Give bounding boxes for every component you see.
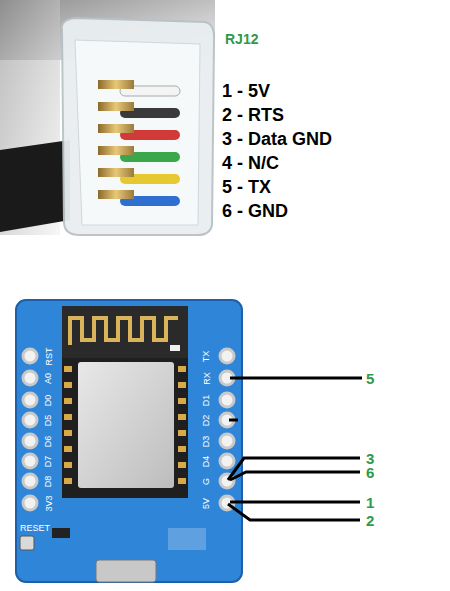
header-hole — [23, 371, 37, 385]
rj12-plug — [62, 18, 214, 235]
pin-label: TX — [202, 350, 211, 362]
pin-name: 1 - 5V — [222, 82, 270, 100]
pin-name: 6 - GND — [222, 202, 288, 220]
pin-label: D7 — [44, 455, 53, 467]
board-label: RESET — [20, 524, 50, 533]
pin-name: 4 - N/C — [222, 154, 279, 172]
wire-3 — [228, 458, 360, 480]
plug-contacts — [98, 80, 134, 199]
pin-name: 3 - Data GND — [222, 130, 332, 148]
module-pad — [178, 382, 186, 388]
header-hole — [23, 413, 37, 427]
pin-label: D4 — [202, 455, 211, 467]
module-pad — [64, 366, 72, 372]
wire-5 — [230, 377, 362, 380]
module-pad — [178, 462, 186, 468]
antenna-area — [62, 306, 188, 358]
header-hole — [23, 434, 37, 448]
pin-label: D0 — [44, 394, 53, 406]
pin-name: 5 - TX — [222, 178, 271, 196]
module-pads — [64, 366, 186, 484]
wire-2 — [228, 504, 360, 520]
callout-number: 5 — [366, 371, 374, 386]
pin-label: 5V — [202, 497, 211, 508]
header-hole — [23, 454, 37, 468]
wemos-board — [16, 300, 242, 582]
header-hole — [23, 474, 37, 488]
callout-number: 3 — [366, 451, 374, 466]
module-pad — [64, 446, 72, 452]
pin-label: A0 — [44, 372, 53, 383]
module-pad — [178, 478, 186, 484]
board-component — [52, 528, 70, 538]
wires — [228, 378, 362, 520]
callout-number: 6 — [366, 465, 374, 480]
plug-window — [75, 40, 200, 225]
header-hole — [23, 496, 37, 510]
module-pad — [64, 382, 72, 388]
wire-6 — [230, 472, 360, 480]
wire-stub — [229, 419, 238, 422]
module-pad — [178, 446, 186, 452]
module-pad — [178, 398, 186, 404]
pin-label: RX — [202, 372, 211, 385]
module-pad — [64, 478, 72, 484]
pin-label: D8 — [44, 475, 53, 487]
header-hole — [220, 349, 234, 363]
header-hole — [220, 454, 234, 468]
header-hole — [220, 393, 234, 407]
antenna-trace — [70, 318, 178, 345]
pin-label: D1 — [202, 394, 211, 406]
module-pad — [178, 430, 186, 436]
usb-connector — [96, 560, 156, 582]
board-component — [168, 528, 206, 550]
pin-name: 2 - RTS — [222, 106, 284, 124]
pin-label: D2 — [202, 414, 211, 426]
module-pad — [64, 414, 72, 420]
callout-number: 1 — [366, 495, 374, 510]
pin-label: RST — [45, 347, 54, 365]
module-pad — [64, 462, 72, 468]
module-pad — [178, 414, 186, 420]
esp-module — [62, 358, 188, 498]
header-hole — [23, 349, 37, 363]
header-hole — [220, 434, 234, 448]
header-holes — [23, 349, 234, 510]
pin-label: 3V3 — [44, 495, 53, 511]
pin-label: D3 — [202, 435, 211, 447]
connector-name: RJ12 — [225, 32, 258, 46]
reset-button — [20, 536, 34, 550]
module-pad — [178, 366, 186, 372]
wire-1 — [230, 501, 360, 504]
pin-label: D5 — [44, 414, 53, 426]
cable — [0, 140, 70, 232]
pin-label: D6 — [44, 435, 53, 447]
module-pad — [64, 398, 72, 404]
module-shield — [78, 362, 174, 488]
module-pad — [64, 430, 72, 436]
pin-label: G — [202, 477, 211, 484]
header-hole — [23, 393, 37, 407]
callout-number: 2 — [366, 513, 374, 528]
